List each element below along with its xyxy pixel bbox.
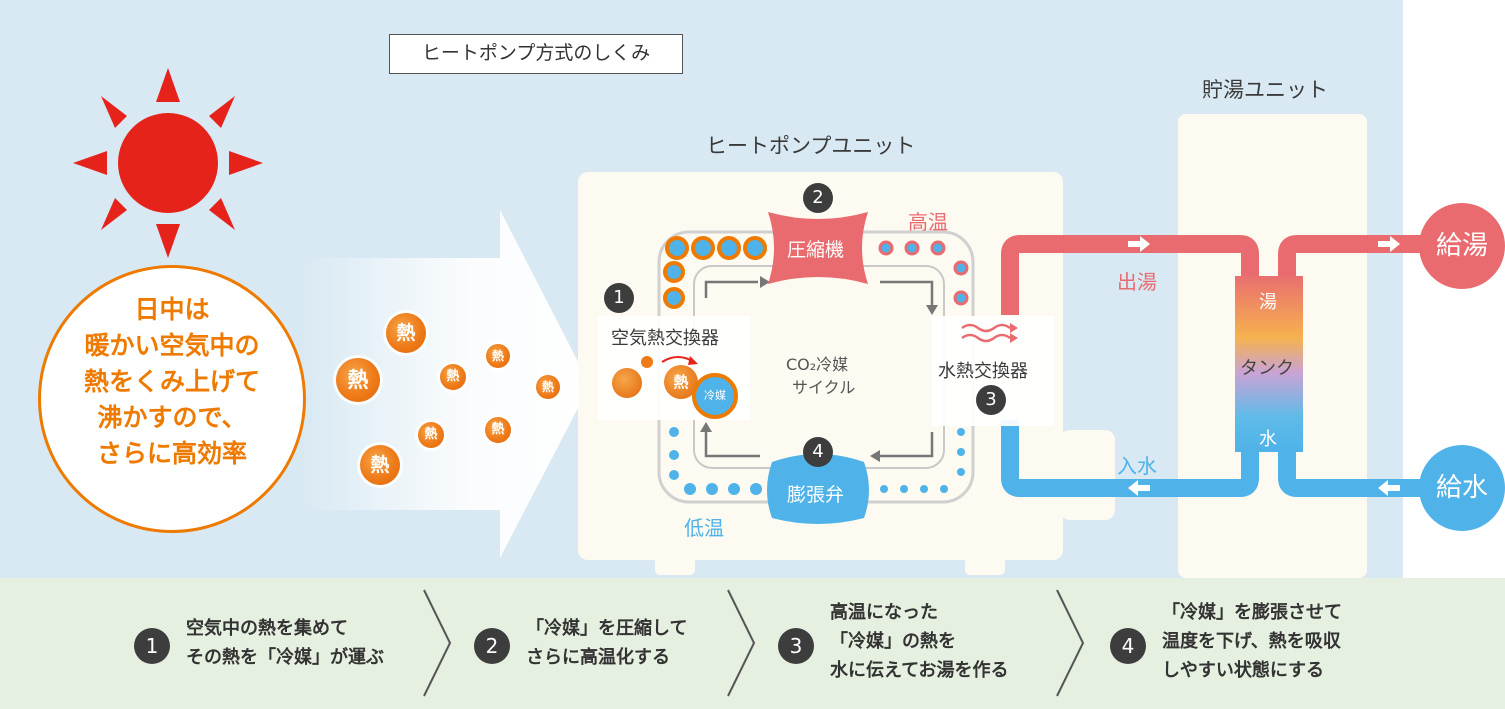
transfer-arrow-icon — [661, 356, 698, 365]
step-1-line-1: 空気中の熱を集めて — [186, 618, 348, 639]
hot-water-supply-circle: 給湯 — [1419, 203, 1505, 289]
step-3-line-1: 高温になった — [830, 602, 938, 623]
step-3-line-2: 「冷媒」の熱を — [830, 631, 956, 652]
step-3-text: 高温になった 「冷媒」の熱を 水に伝えてお湯を作る — [830, 598, 1009, 685]
heat-bubble: 熱 — [440, 364, 466, 390]
cold-refrigerant-dots — [669, 427, 965, 495]
heat-pump-unit-label: ヒートポンプユニット — [706, 134, 916, 158]
sun-line-4: 沸かすので、 — [97, 403, 247, 432]
tank-bottom-label: 水 — [1259, 429, 1277, 450]
hot-out-label: 出湯 — [1117, 270, 1157, 294]
tank-shape — [1235, 276, 1303, 452]
step-4-number: 4 — [1110, 628, 1146, 664]
refrigerant-orb: 冷媒 — [692, 373, 738, 419]
water-heat-exchanger-label: 水熱交換器 — [938, 361, 1028, 382]
air-heat-orb-large — [612, 368, 642, 398]
step-2-line-1: 「冷媒」を圧縮して — [526, 618, 688, 639]
low-temp-label: 低温 — [684, 516, 724, 540]
step-4-text: 「冷媒」を膨張させて 温度を下げ、熱を吸収 しやすい状態にする — [1162, 598, 1342, 685]
cycle-label-line2: サイクル — [792, 378, 856, 397]
hot-refrigerant-dots — [663, 236, 969, 309]
storage-unit-label: 貯湯ユニット — [1202, 78, 1328, 102]
unit-foot-right — [965, 555, 1005, 575]
step-4-line-3: しやすい状態にする — [1162, 660, 1324, 681]
step-1-line-2: その熱を「冷媒」が運ぶ — [186, 647, 384, 668]
unit-foot-left — [655, 555, 695, 575]
diagram-title: ヒートポンプ方式のしくみ — [389, 34, 683, 74]
water-supply-circle: 給水 — [1419, 445, 1505, 531]
marker-3: 3 — [976, 385, 1006, 415]
sun-line-1: 日中は — [134, 295, 210, 324]
flow-arrows — [1128, 236, 1400, 496]
heat-orb-label: 熱 — [673, 373, 689, 391]
marker-4: 4 — [803, 437, 833, 467]
heat-bubble: 熱 — [485, 417, 511, 443]
cycle-label-line1: CO₂冷媒 — [786, 355, 849, 374]
tank-middle-label: タンク — [1240, 358, 1294, 379]
heat-bubble: 熱 — [418, 422, 444, 448]
step-1-number: 1 — [134, 628, 170, 664]
step-4-line-2: 温度を下げ、熱を吸収 — [1162, 631, 1341, 652]
step-2-line-2: さらに高温化する — [526, 647, 670, 668]
cycle-arrowheads — [700, 276, 938, 462]
sun-icon — [73, 68, 263, 258]
tank-top-label: 湯 — [1259, 292, 1277, 313]
expansion-valve-shape — [767, 454, 869, 524]
step-1-text: 空気中の熱を集めて その熱を「冷媒」が運ぶ — [186, 614, 384, 672]
marker-1: 1 — [604, 283, 634, 313]
sun-message-bubble — [38, 265, 306, 533]
step-4-line-1: 「冷媒」を膨張させて — [1162, 602, 1342, 623]
step-2-number: 2 — [474, 628, 510, 664]
sun-line-3: 熱をくみ上げて — [83, 367, 260, 396]
step-3-number: 3 — [778, 628, 814, 664]
step-2: 2 「冷媒」を圧縮して さらに高温化する — [474, 596, 724, 696]
marker-2: 2 — [803, 183, 833, 213]
step-1: 1 空気中の熱を集めて その熱を「冷媒」が運ぶ — [134, 596, 424, 696]
sun-line-5: さらに高効率 — [96, 439, 247, 468]
step-4: 4 「冷媒」を膨張させて 温度を下げ、熱を吸収 しやすい状態にする — [1110, 596, 1400, 696]
compressor-shape — [768, 212, 868, 284]
sun-line-2: 暖かい空気中の — [84, 331, 260, 360]
air-heat-orb-small — [641, 356, 653, 368]
sun-message-text: 日中は 暖かい空気中の 熱をくみ上げて 沸かすので、 さらに高効率 — [40, 292, 304, 472]
step-3-line-3: 水に伝えてお湯を作る — [830, 660, 1009, 681]
heat-bubble: 熱 — [386, 313, 426, 353]
hot-pipe-right — [1278, 235, 1430, 285]
steps-band — [0, 578, 1505, 709]
step-3: 3 高温になった 「冷媒」の熱を 水に伝えてお湯を作る — [778, 596, 1048, 696]
refrigerant-orb-label: 冷媒 — [704, 389, 726, 402]
heat-wave-icon — [961, 323, 1018, 343]
heat-bubble: 熱 — [486, 344, 510, 368]
cycle-arrows — [704, 280, 934, 458]
cold-pipe-right — [1278, 440, 1430, 497]
water-in-label: 入水 — [1117, 454, 1157, 478]
heat-bubble: 熱 — [336, 358, 380, 402]
heat-pump-unit-side — [1060, 430, 1115, 520]
step-2-text: 「冷媒」を圧縮して さらに高温化する — [526, 614, 687, 672]
step-chevrons — [423, 589, 1085, 697]
air-heat-exchanger-label: 空気熱交換器 — [611, 328, 719, 349]
compressor-label: 圧縮機 — [787, 239, 845, 261]
heat-bubble: 熱 — [536, 375, 560, 399]
heat-bubble: 熱 — [360, 445, 400, 485]
expansion-valve-label: 膨張弁 — [787, 484, 845, 506]
high-temp-label: 高温 — [908, 210, 948, 234]
